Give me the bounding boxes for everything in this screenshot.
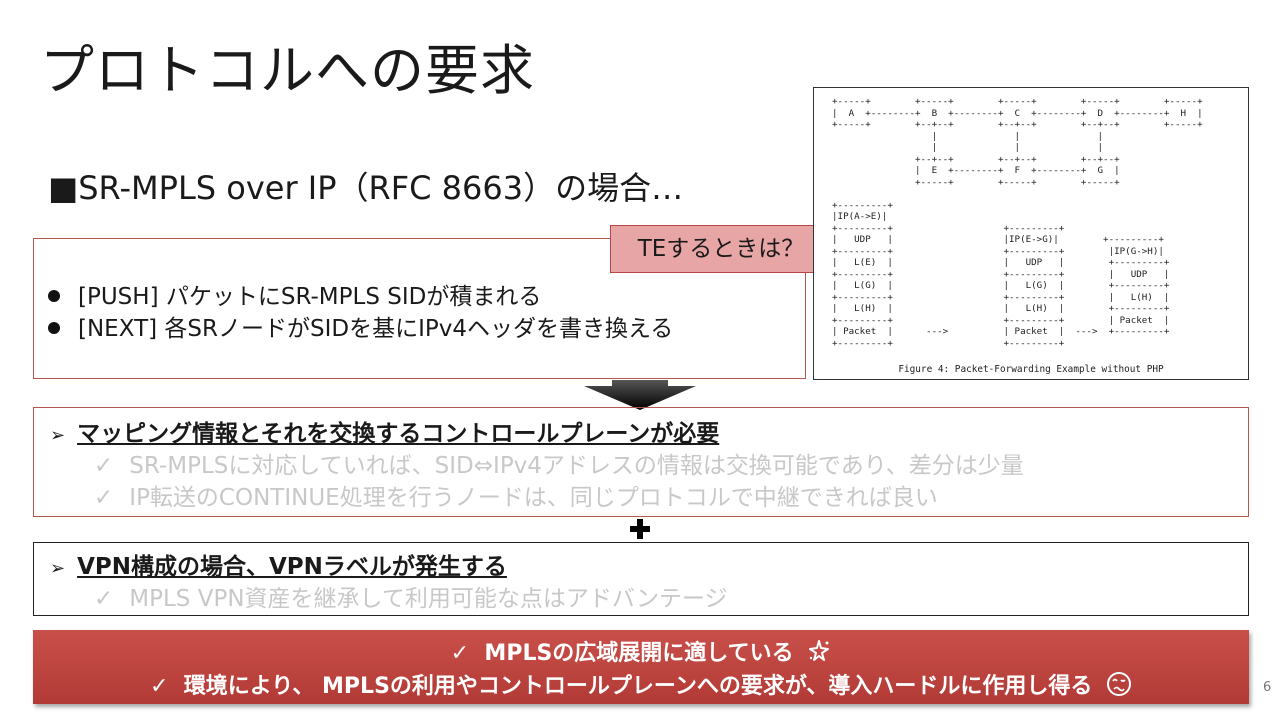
- mapping-heading: ➢ マッピング情報とそれを交換するコントロールプレーンが必要: [50, 414, 719, 448]
- bullet-text: [NEXT] 各SRノードがSIDを基にIPv4ヘッダを書き換える: [78, 316, 674, 342]
- page-number: 6: [1263, 680, 1272, 695]
- bullet-text: [PUSH] パケットにSR-MPLS SIDが積まれる: [78, 284, 542, 310]
- summary-bar: ✓ MPLSの広域展開に適している ✓ 環境により、 MPLSの利用やコントロー…: [33, 630, 1249, 704]
- summary-text: MPLSの広域展開に適している: [484, 641, 794, 666]
- check-text: MPLS VPN資産を継承して利用可能な点はアドバンテージ: [129, 586, 728, 612]
- down-arrow-icon: [584, 380, 696, 414]
- te-callout: TEするときは？: [610, 225, 832, 273]
- summary-line: ✓ 環境により、 MPLSの利用やコントロールプレーンへの要求が、導入ハードルに…: [33, 668, 1249, 703]
- mapping-heading-text: マッピング情報とそれを交換するコントロールプレーンが必要: [77, 421, 720, 447]
- check-text: SR-MPLSに対応していれば、SID⇔IPv4アドレスの情報は交換可能であり、…: [129, 453, 1024, 479]
- check-icon: ✓: [450, 641, 470, 666]
- vpn-heading: ➢ VPN構成の場合、VPNラベルが発生する: [50, 547, 507, 581]
- slide-title: プロトコルへの要求: [40, 39, 535, 102]
- woozy-face-icon: [1106, 671, 1132, 703]
- summary-line: ✓ MPLSの広域展開に適している: [33, 635, 1249, 669]
- summary-text: 環境により、 MPLSの利用やコントロールプレーンへの要求が、導入ハードルに作用…: [183, 674, 1093, 699]
- bullet-item: [PUSH] パケットにSR-MPLS SIDが積まれる: [48, 277, 541, 311]
- mapping-box: ➢ マッピング情報とそれを交換するコントロールプレーンが必要 ✓ SR-MPLSに対…: [33, 407, 1249, 517]
- check-icon: ✓: [94, 453, 114, 479]
- figure-caption: Figure 4: Packet-Forwarding Example with…: [898, 364, 1164, 375]
- bullet-box: [PUSH] パケットにSR-MPLS SIDが積まれる [NEXT] 各SRノ…: [33, 238, 806, 379]
- bullet-dot-icon: [48, 321, 60, 334]
- rfc-figure: +-----+ +-----+ +-----+ +-----+ +-----+ …: [813, 87, 1249, 380]
- check-icon: ✓: [149, 674, 169, 699]
- bullet-item: [NEXT] 各SRノードがSIDを基にIPv4ヘッダを書き換える: [48, 309, 673, 343]
- vpn-heading-text: VPN構成の場合、VPNラベルが発生する: [77, 554, 507, 580]
- check-text: IP転送のCONTINUE処理を行うノードは、同じプロトコルで中継できれば良い: [129, 485, 938, 511]
- plus-icon: [630, 519, 650, 543]
- slide-subtitle: ■SR-MPLS over IP（RFC 8663）の場合…: [48, 169, 684, 207]
- check-icon: ✓: [94, 586, 114, 612]
- vpn-box: ➢ VPN構成の場合、VPNラベルが発生する ✓ MPLS VPN資産を継承して利用…: [33, 542, 1249, 616]
- sparkle-icon: [807, 639, 831, 669]
- arrow-bullet-icon: ➢: [50, 425, 66, 446]
- check-icon: ✓: [94, 485, 114, 511]
- figure-diagram: +-----+ +-----+ +-----+ +-----+ +-----+ …: [832, 96, 1203, 349]
- mapping-check-item: ✓ IP転送のCONTINUE処理を行うノードは、同じプロトコルで中継できれば良い: [94, 478, 938, 512]
- mapping-check-item: ✓ SR-MPLSに対応していれば、SID⇔IPv4アドレスの情報は交換可能であり…: [94, 446, 1024, 480]
- vpn-check-item: ✓ MPLS VPN資産を継承して利用可能な点はアドバンテージ: [94, 579, 728, 613]
- bullet-dot-icon: [48, 289, 60, 302]
- arrow-bullet-icon: ➢: [50, 558, 66, 579]
